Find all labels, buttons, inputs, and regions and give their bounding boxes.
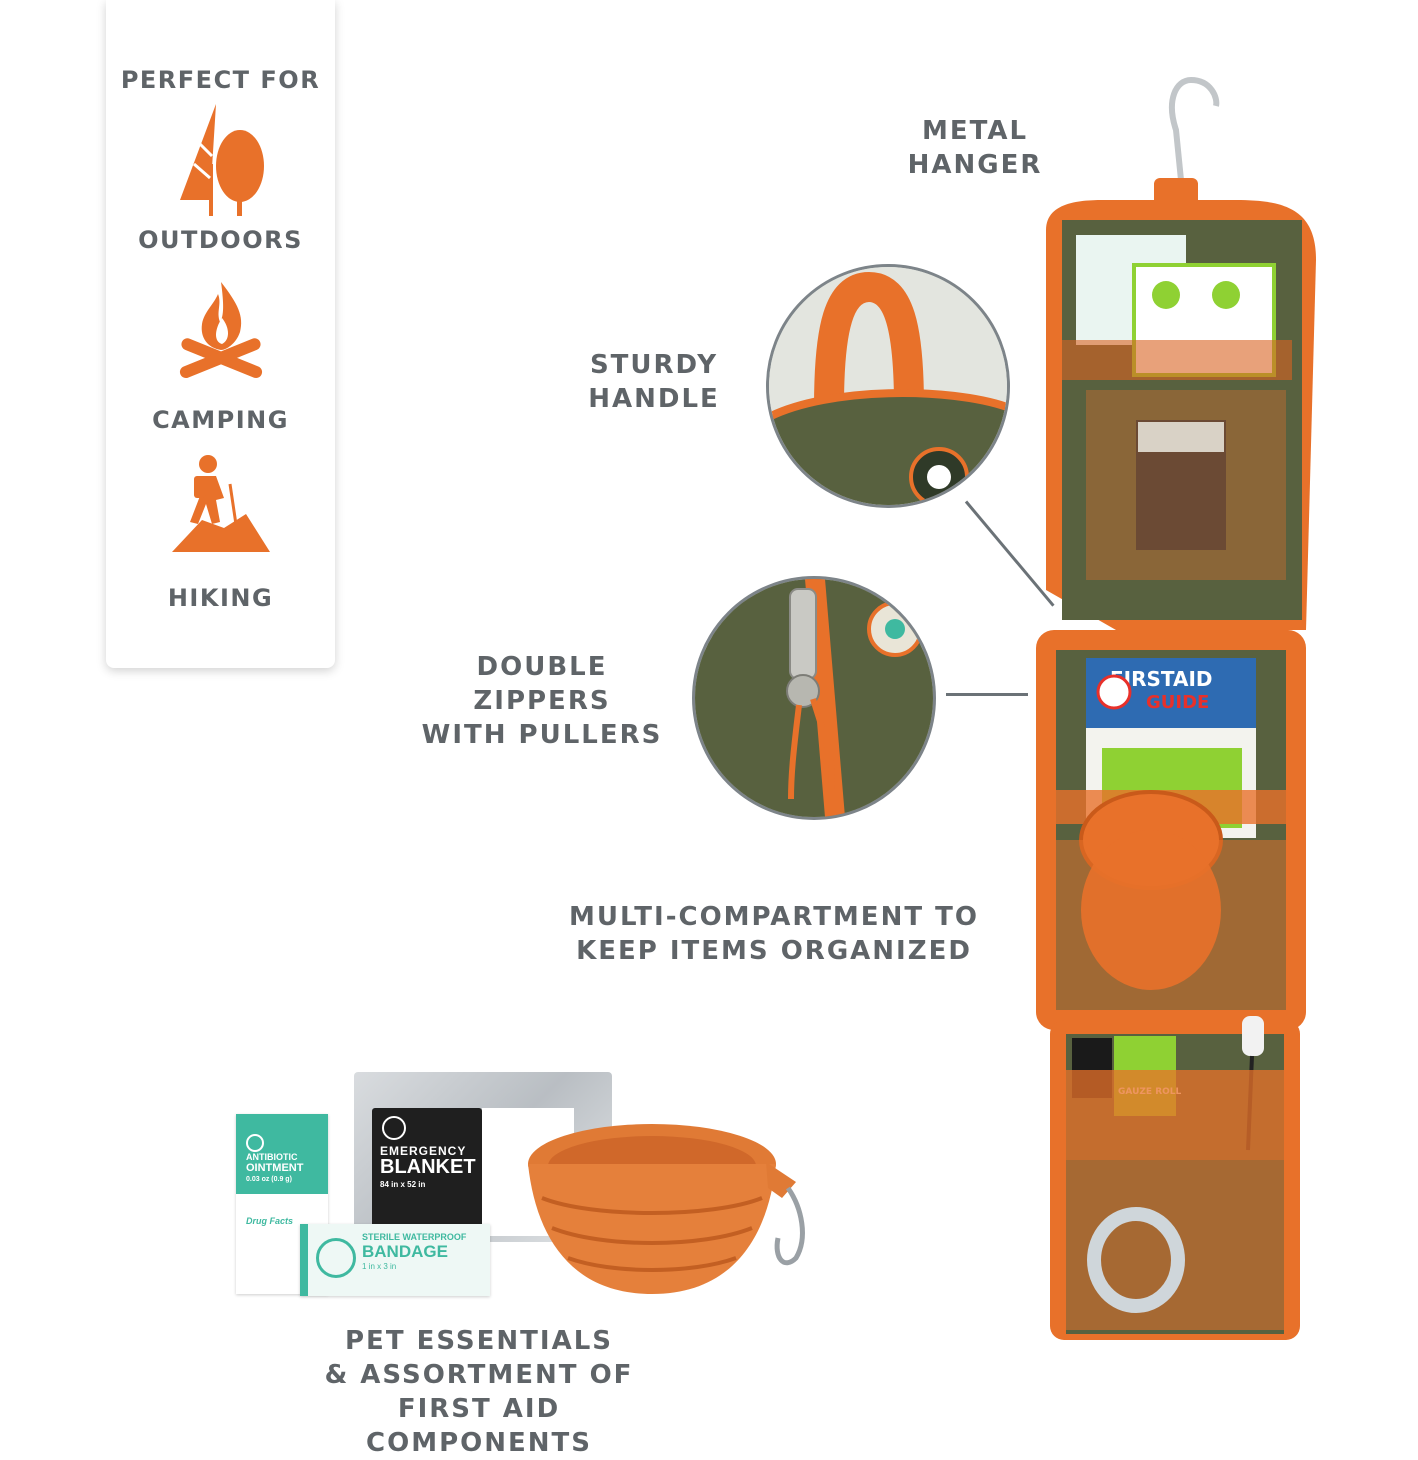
outdoors-label: OUTDOORS xyxy=(138,226,303,254)
multi-compartment-label: MULTI-COMPARTMENT TO KEEP ITEMS ORGANIZE… xyxy=(569,902,979,966)
hiking-label: HIKING xyxy=(167,584,274,612)
blanket-title-2: BLANKET xyxy=(380,1156,476,1178)
perfect-for-card: PERFECT FOR OUTDOORS CAMPING HIKING xyxy=(106,0,335,668)
pet-essentials-label: PET ESSENTIALS & ASSORTMENT OF FIRST AID… xyxy=(324,1326,634,1458)
ointment-size: 0.03 oz (0.9 g) xyxy=(246,1176,292,1183)
perfect-for-heading: PERFECT FOR xyxy=(120,66,321,94)
hanging-kit-image: FIRSTAID GUIDE GAUZE ROLL xyxy=(1036,76,1316,1340)
bandage-title-1: STERILE WATERPROOF xyxy=(362,1232,467,1242)
zipper-callout xyxy=(692,576,936,820)
ointment-title-1: ANTIBIOTIC xyxy=(246,1152,298,1162)
ointment-title-2: OINTMENT xyxy=(246,1162,304,1174)
collapsible-pet-bowl xyxy=(528,1124,805,1294)
metal-hook xyxy=(1169,76,1220,181)
camping-label: CAMPING xyxy=(152,406,289,434)
drug-facts-label: Drug Facts xyxy=(246,1216,294,1226)
zipper-closeup-image xyxy=(695,579,933,817)
hiker-icon xyxy=(172,455,270,552)
handle-closeup-image xyxy=(769,267,1007,505)
trees-icon xyxy=(180,104,264,216)
sturdy-handle-label: STURDY HANDLE xyxy=(588,350,720,414)
blanket-size: 84 in x 52 in xyxy=(380,1180,426,1189)
metal-hanger-label: METAL HANGER xyxy=(907,116,1043,180)
handle-callout xyxy=(766,264,1010,508)
svg-text:GUIDE: GUIDE xyxy=(1146,692,1209,713)
blanket-title-1: EMERGENCY xyxy=(380,1144,467,1158)
campfire-icon xyxy=(179,282,263,379)
zipper-leader-line xyxy=(946,693,1028,696)
bandage-title-2: BANDAGE xyxy=(362,1242,448,1261)
waterproof-bandage-packet: STERILE WATERPROOF BANDAGE 1 in x 3 in xyxy=(300,1224,490,1296)
bandage-size: 1 in x 3 in xyxy=(362,1262,397,1271)
double-zippers-label: DOUBLE ZIPPERS WITH PULLERS xyxy=(421,652,663,750)
